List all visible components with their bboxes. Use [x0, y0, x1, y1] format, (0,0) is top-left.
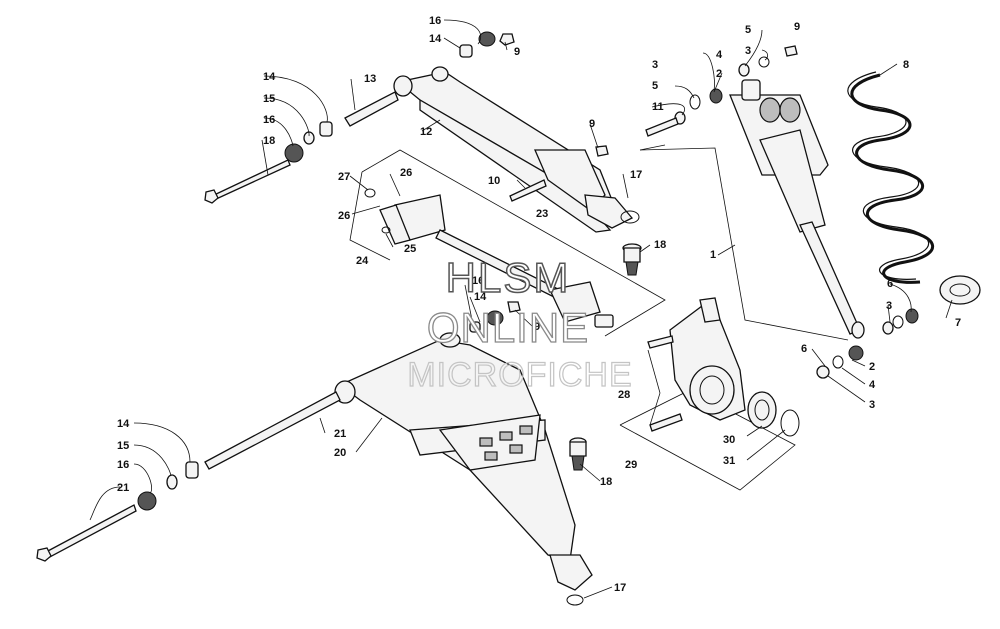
callout-3: 3 [652, 59, 658, 71]
callout-11: 11 [652, 101, 664, 113]
callout-16: 16 [472, 275, 484, 287]
callout-17: 17 [614, 582, 626, 594]
callout-7: 7 [955, 317, 961, 329]
lower-ball-joint[interactable] [566, 437, 587, 606]
callout-5: 5 [745, 24, 751, 36]
lower-left-hardware [36, 461, 199, 562]
callout-14: 14 [429, 33, 442, 45]
callout-labels: 16 14 9 13 14 15 16 18 12 9 27 26 10 26 … [117, 15, 961, 594]
upper-ball-joint[interactable] [620, 210, 642, 276]
coil-spring[interactable] [847, 71, 935, 284]
callout-4: 4 [869, 379, 876, 391]
lower-center-hardware [469, 301, 521, 333]
bolt-10 [509, 179, 547, 202]
callout-26: 26 [400, 167, 412, 179]
lower-a-arm[interactable] [334, 332, 593, 591]
callout-5: 5 [652, 80, 658, 92]
lower-pivot-shaft [204, 391, 341, 470]
callout-27: 27 [338, 171, 350, 183]
callout-21: 21 [117, 482, 129, 494]
callout-18: 18 [654, 239, 666, 251]
callout-25: 25 [404, 243, 416, 255]
shock-absorber[interactable] [729, 79, 865, 339]
callout-14: 14 [263, 71, 276, 83]
callout-16: 16 [429, 15, 441, 27]
callout-16: 16 [117, 459, 129, 471]
callout-20: 20 [334, 447, 346, 459]
callout-12: 12 [420, 126, 432, 138]
callout-8: 8 [903, 59, 909, 71]
callout-14: 14 [474, 291, 487, 303]
callout-2: 2 [869, 361, 875, 373]
callout-3: 3 [745, 45, 751, 57]
callout-26: 26 [338, 210, 350, 222]
callout-18: 18 [600, 476, 612, 488]
callout-21: 21 [334, 428, 346, 440]
callout-9: 9 [794, 21, 800, 33]
upper-pivot-shaft [344, 91, 399, 127]
callout-3: 3 [886, 300, 892, 312]
callout-15: 15 [117, 440, 129, 452]
callout-29: 29 [625, 459, 637, 471]
steering-knuckle[interactable] [647, 297, 746, 432]
drive-axle[interactable] [364, 188, 614, 328]
callout-14: 14 [117, 418, 130, 430]
shock-top-hardware [645, 45, 798, 137]
shock-bottom-hardware [816, 308, 919, 379]
watermark: HLSM ONLINE MICROFICHE [407, 253, 633, 394]
callout-17: 17 [630, 169, 642, 181]
callout-4: 4 [716, 49, 723, 61]
callout-13: 13 [364, 73, 376, 85]
upper-top-hardware [459, 31, 515, 58]
callout-30: 30 [723, 434, 735, 446]
group-bracket-lines [349, 144, 849, 491]
upper-left-hardware [204, 121, 333, 204]
callout-9: 9 [534, 321, 540, 333]
callout-1: 1 [710, 249, 716, 261]
callout-15: 15 [263, 93, 275, 105]
leader-lines [89, 19, 953, 599]
callout-10: 10 [488, 175, 500, 187]
callout-2: 2 [716, 68, 722, 80]
callout-24: 24 [356, 255, 369, 267]
callout-28: 28 [618, 389, 630, 401]
wheel-bearing [747, 391, 800, 437]
spring-seat [939, 275, 981, 305]
nut-9 [595, 145, 609, 157]
watermark-line2: ONLINE [427, 304, 589, 351]
callout-18: 18 [263, 135, 275, 147]
callout-9: 9 [589, 118, 595, 130]
callout-6: 6 [801, 343, 807, 355]
callout-3: 3 [869, 399, 875, 411]
upper-a-arm[interactable] [393, 66, 634, 233]
callout-6: 6 [887, 278, 893, 290]
callout-23: 23 [536, 208, 548, 220]
watermark-line1: HLSM [446, 254, 571, 301]
callout-31: 31 [723, 455, 735, 467]
callout-9: 9 [514, 46, 520, 58]
callout-16: 16 [263, 114, 275, 126]
watermark-line3: MICROFICHE [407, 356, 632, 394]
